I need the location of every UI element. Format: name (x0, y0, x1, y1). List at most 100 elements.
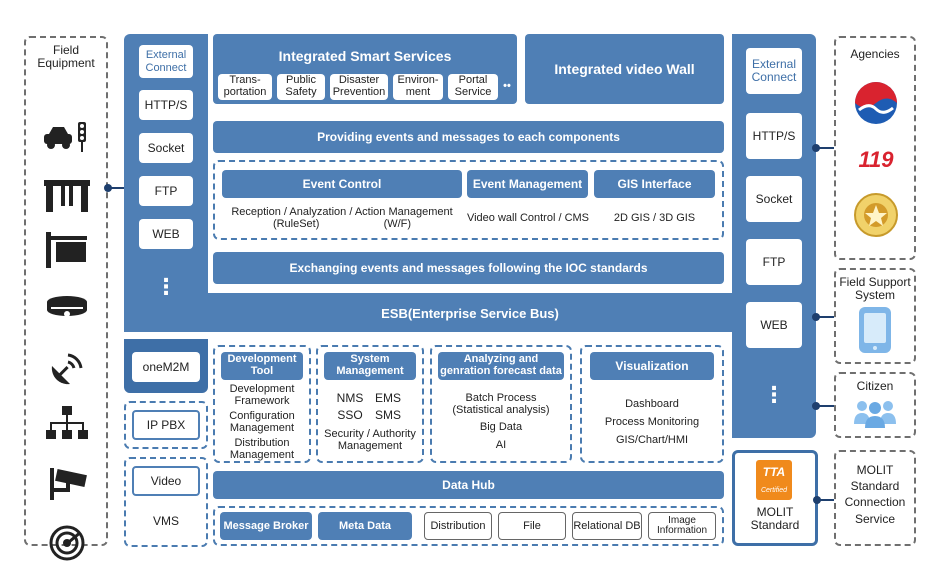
video-vms-panel (124, 457, 208, 547)
connector-line (816, 316, 834, 318)
field-support-panel (834, 268, 916, 364)
right-external-connect-title: External Connect (746, 48, 802, 94)
signboard-icon (46, 232, 87, 268)
analyzing-panel (430, 345, 572, 463)
molit-standard-label: MOLIT Standard (750, 505, 800, 533)
dev-framework: Development Framework (229, 383, 295, 408)
connector-dot (812, 402, 820, 410)
ip-pbx-box[interactable]: IP PBX (132, 410, 200, 440)
molit-service-panel (834, 450, 916, 546)
right-connect-more: ⋮ (763, 382, 785, 407)
video-wall-panel: Integrated video Wall (525, 34, 724, 104)
right-connect-socket[interactable]: Socket (746, 176, 802, 222)
security-authority: Security / Authority Management (324, 428, 416, 453)
citizen-panel (834, 372, 916, 438)
event-control-detail: Reception / Analyzation / Action Managem… (231, 206, 453, 231)
left-external-connect-title: External Connect (139, 45, 193, 78)
event-management-detail: Video wall Control / CMS (466, 212, 590, 224)
esb-bar (124, 293, 732, 332)
services-more: •• (503, 80, 511, 92)
event-management-title: Event Management (467, 170, 588, 198)
molit-service-label: MOLIT Standard Connection Service (844, 463, 906, 526)
connector-line (108, 187, 124, 189)
service-portal[interactable]: Portal Service (448, 74, 498, 100)
tta-badge-icon: TTA Certified (756, 460, 792, 500)
ip-pbx-panel (124, 401, 208, 449)
connector-dot (812, 144, 820, 152)
image-information-item[interactable]: Image Information (648, 512, 716, 540)
meta-data[interactable]: Meta Data (318, 512, 412, 540)
dev-tool-panel (213, 345, 311, 463)
service-public-safety[interactable]: Public Safety (277, 74, 325, 100)
batch-process: Batch Process (Statistical analysis) (452, 392, 550, 417)
connector-dot (812, 313, 820, 321)
smoke-detector-icon (47, 296, 87, 317)
video-box[interactable]: Video (132, 466, 200, 496)
dev-tool-title: Development Tool (221, 352, 303, 380)
onem2m-box[interactable]: oneM2M (132, 352, 200, 382)
big-data: Big Data (479, 421, 523, 433)
police-emblem-icon (854, 193, 898, 237)
gate-icon (44, 180, 90, 212)
vms-label: VMS (152, 514, 179, 528)
dashboard-label: Dashboard (625, 398, 679, 410)
mobile-phone-icon (859, 307, 891, 353)
gis-chart-hmi: GIS/Chart/HMI (615, 434, 689, 446)
ai-label: AI (495, 439, 507, 451)
field-support-title: Field Support System (839, 275, 911, 303)
right-connect-web[interactable]: WEB (746, 302, 802, 348)
agencies-title: Agencies (850, 47, 900, 61)
visualization-panel (580, 345, 724, 463)
people-group-icon (854, 401, 896, 428)
service-transportation[interactable]: Trans- portation (218, 74, 272, 100)
esb-frame-right (732, 34, 816, 438)
fire-119-icon: 119 (850, 146, 902, 174)
cctv-camera-icon (50, 468, 87, 500)
left-connect-web[interactable]: WEB (139, 219, 193, 249)
data-items-panel (213, 506, 724, 546)
gis-interface-detail: 2D GIS / 3D GIS (613, 212, 696, 224)
agencies-panel (834, 36, 916, 260)
korea-emblem-icon (855, 82, 897, 124)
distribution-management: Distribution Management (229, 437, 295, 462)
left-connect-https[interactable]: HTTP/S (139, 90, 193, 120)
message-broker[interactable]: Message Broker (220, 512, 312, 540)
right-connect-ftp[interactable]: FTP (746, 239, 802, 285)
connector-line (816, 405, 834, 407)
process-monitoring: Process Monitoring (604, 416, 700, 428)
smart-services-title: Integrated Smart Services (278, 48, 452, 64)
left-connect-ftp[interactable]: FTP (139, 176, 193, 206)
radar-icon (49, 525, 85, 561)
sso-label: SSO (337, 408, 363, 422)
connector-dot (813, 496, 821, 504)
sms-label: SMS (374, 408, 401, 422)
connector-line (818, 499, 834, 501)
analyzing-title: Analyzing and genration forecast data (438, 352, 564, 380)
distribution-item[interactable]: Distribution (424, 512, 492, 540)
service-disaster-prevention[interactable]: Disaster Prevention (330, 74, 388, 100)
field-equipment-title: Field Equipment (37, 43, 95, 71)
providing-bar: Providing events and messages to each co… (213, 121, 724, 153)
right-connect-https[interactable]: HTTP/S (746, 113, 802, 159)
connector-dot (104, 184, 112, 192)
citizen-title: Citizen (856, 379, 894, 393)
relational-db-item[interactable]: Relational DB (572, 512, 642, 540)
tta-badge-bottom: Certified (760, 486, 788, 494)
satellite-dish-icon (51, 353, 83, 385)
network-icon (46, 406, 88, 439)
fire-119-text: 119 (858, 147, 894, 172)
nms-label: NMS (336, 391, 364, 405)
field-equipment-panel: Field Equipment (24, 36, 108, 561)
left-connect-socket[interactable]: Socket (139, 133, 193, 163)
visualization-title: Visualization (590, 352, 714, 380)
service-environment[interactable]: Environ- ment (393, 74, 443, 100)
ems-label: EMS (374, 391, 401, 405)
exchanging-bar: Exchanging events and messages following… (213, 252, 724, 284)
connector-line (816, 147, 834, 149)
event-area (213, 160, 724, 240)
gis-interface-title: GIS Interface (594, 170, 715, 198)
file-item[interactable]: File (498, 512, 566, 540)
car-traffic-light-icon (44, 122, 86, 152)
config-management: Configuration Management (229, 410, 295, 435)
sys-mgmt-title: System Management (324, 352, 416, 380)
